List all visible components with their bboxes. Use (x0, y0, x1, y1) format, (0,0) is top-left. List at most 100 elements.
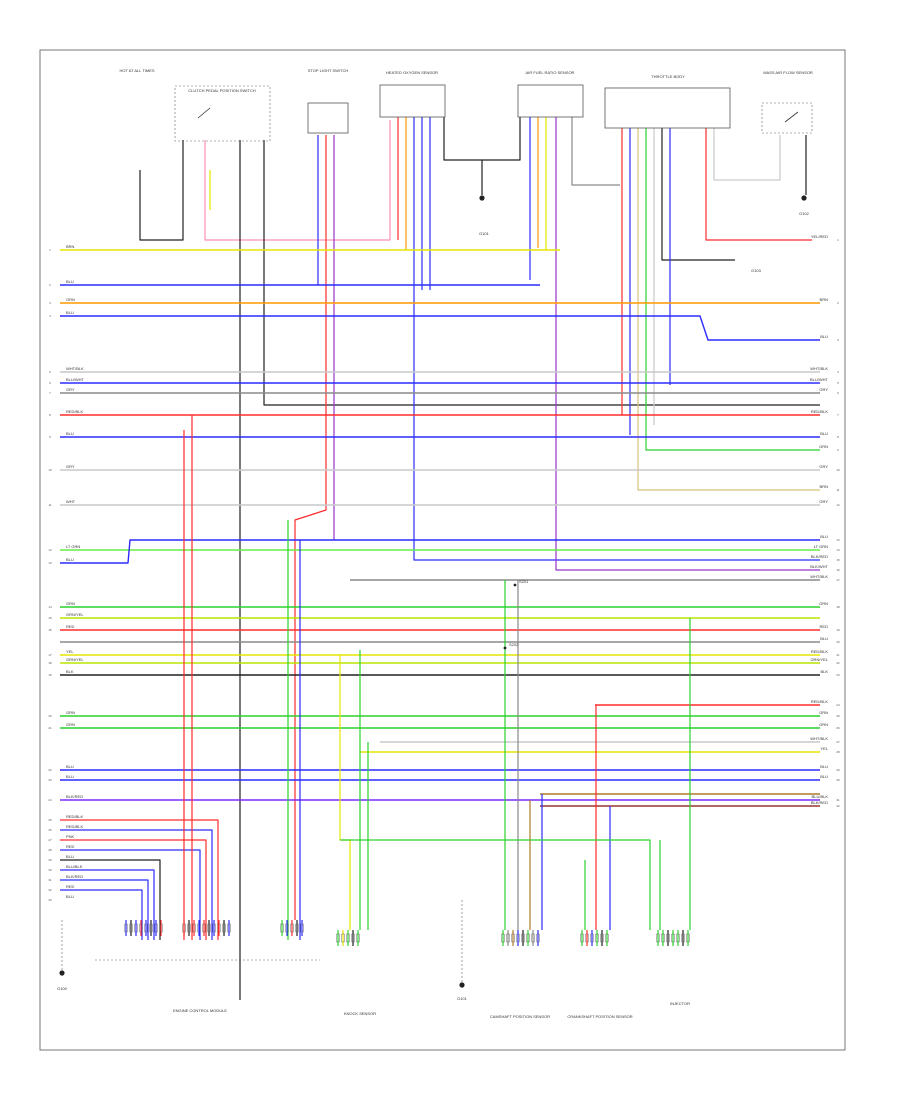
pin-number-right: 32 (836, 804, 840, 808)
pin-number-left: 9 (49, 435, 51, 439)
pin-number-right: 23 (836, 673, 840, 677)
pin-housing (346, 933, 350, 943)
wire-fan (60, 879, 149, 940)
left-wire-label: BLU (66, 557, 74, 562)
ecm-connector-c (280, 920, 304, 936)
pin-number-left: 32 (48, 888, 52, 892)
pin-number-left: 25 (48, 818, 52, 822)
pin-housing (212, 923, 216, 933)
component-throttle-body: THROTTLE BODY (651, 74, 685, 79)
left-wire-label: RED/BLK (66, 814, 83, 819)
component-hot-at-all-times: HOT AT ALL TIMES (119, 68, 154, 73)
left-wire-label: LT GRN (66, 544, 80, 549)
left-wire-label: BLU (66, 854, 74, 859)
pin-housing (595, 933, 599, 943)
right-wire-label: BLU (820, 534, 828, 539)
pin-number-right: 5 (837, 381, 839, 385)
right-wire-label: GRN (819, 444, 828, 449)
component-stop-light-switch-box (307, 102, 349, 134)
component-air-fuel-ratio-sensor-box (517, 84, 584, 118)
left-wire-label: RED (66, 624, 75, 629)
pin-number-left: 12 (48, 548, 52, 552)
pin-housing (182, 923, 186, 933)
pin-number-right: 14 (836, 548, 840, 552)
ground-symbol (459, 982, 465, 988)
label-layer: BRNBLUORNBLUWHT/BLKBLU/WHTGRYRED/BLKBLUG… (48, 234, 840, 902)
pin-number-right: 8 (837, 435, 839, 439)
pin-housing (351, 933, 355, 943)
left-wire-label: WHT/BLK (66, 366, 84, 371)
pin-housing (501, 933, 505, 943)
wire-fan (60, 869, 155, 940)
component-ground-g101: G101 (479, 231, 490, 236)
pin-housing (149, 923, 153, 933)
component-clutch-pedal-switch: CLUTCH PEDAL POSITION SWITCH (188, 88, 256, 93)
pin-number-left: 3 (49, 301, 51, 305)
right-wire-label: RED/BLK (811, 649, 828, 654)
pin-housing (506, 933, 510, 943)
pin-housing (285, 923, 289, 933)
right-wire-label: YEL/RED (811, 234, 828, 239)
left-wire-label: GRN (66, 710, 75, 715)
pin-number-left: 22 (48, 768, 52, 772)
pin-housing (585, 933, 589, 943)
pin-number-left: 18 (48, 661, 52, 665)
switch-contact (197, 107, 211, 119)
component-stop-light-switch: STOP LIGHT SWITCH (308, 68, 349, 73)
pin-number-right: 17 (836, 578, 840, 582)
left-wire-label: BLU (66, 310, 74, 315)
wire-pnk (204, 120, 391, 241)
pin-housing (129, 923, 133, 933)
pin-number-left: 24 (48, 798, 52, 802)
pin-housing (192, 923, 196, 933)
left-wire-label: GRN (66, 722, 75, 727)
left-wire-label: BRN (66, 244, 75, 249)
pin-housing (661, 933, 665, 943)
right-wire-label: BLK/RED (811, 554, 828, 559)
pin-housing (202, 923, 206, 933)
wire-blk (661, 128, 735, 261)
pin-number-left: 29 (48, 858, 52, 862)
pin-number-left: 27 (48, 838, 52, 842)
wire-blk (139, 140, 184, 241)
right-wire-label: BLU/BLK (812, 794, 829, 799)
pin-housing (336, 933, 340, 943)
splice-dot (513, 583, 517, 587)
pin-number-left: 16 (48, 628, 52, 632)
pin-housing (280, 923, 284, 933)
pin-number-right: 11 (836, 488, 839, 492)
wire-red (294, 135, 327, 920)
pin-number-right: 22 (836, 661, 840, 665)
pin-number-left: 2 (49, 283, 51, 287)
left-wire-label: BLU/BLK (66, 864, 83, 869)
pin-number-left: 19 (48, 673, 52, 677)
pin-housing (222, 923, 226, 933)
pin-housing (531, 933, 535, 943)
wire-grn (645, 128, 820, 451)
left-wire-label: RED/BLK (66, 824, 83, 829)
pin-number-right: 27 (836, 740, 840, 744)
component-engine-control-module: ENGINE CONTROL MODULE (173, 1008, 227, 1013)
component-air-fuel-ratio-sensor: AIR FUEL RATIO SENSOR (526, 70, 575, 75)
pin-housing (197, 923, 201, 933)
right-wire-label: BLU (820, 334, 828, 339)
component-throttle-body-box (604, 87, 731, 129)
pin-number-right: 13 (836, 538, 840, 542)
right-wire-label: WHT/BLK (810, 736, 828, 741)
crank-sensor-connector (580, 930, 609, 946)
pin-number-left: 8 (49, 413, 51, 417)
right-wire-label: RED (820, 624, 829, 629)
wire-red (705, 128, 812, 241)
component-maf-sensor-box (761, 102, 813, 134)
wire-fan (60, 849, 201, 940)
component-camshaft-position-sensor: CAMSHAFT POSITION SENSOR (490, 1014, 550, 1019)
right-wire-label: BLK/RED (811, 800, 828, 805)
wire-yel (339, 655, 351, 930)
pin-number-left: 30 (48, 868, 52, 872)
component-injector: INJECTOR (670, 1001, 690, 1006)
pin-number-left: 31 (48, 878, 52, 882)
ecm-connector-a (124, 920, 163, 936)
pin-number-left: 23 (48, 778, 52, 782)
pin-number-right: 6 (837, 391, 839, 395)
